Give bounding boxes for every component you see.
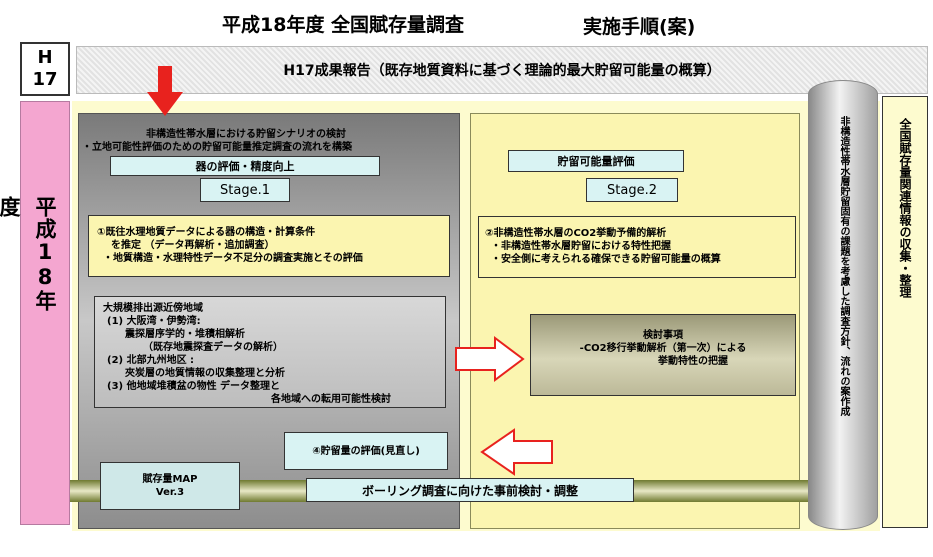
stage1-box1: ①既往水理地質データによる器の構造・計算条件 を推定 （データ再解析・追加調査）… bbox=[88, 215, 450, 277]
evaluation-heading-text: 器の評価・精度向上 bbox=[195, 160, 295, 173]
vertical-right-box bbox=[882, 96, 928, 528]
h17-report-text: H17成果報告（既存地質資料に基づく理論的最大貯留可能量の概算） bbox=[283, 63, 721, 79]
h17-label-line2: 17 bbox=[32, 69, 58, 90]
stage2-box1-line2: ・非構造性帯水層貯留における特性把握 bbox=[491, 241, 671, 252]
map-box: 賦存量MAP Ver.3 bbox=[100, 462, 240, 510]
stage1-label: Stage.1 bbox=[200, 178, 290, 202]
vertical-right-text: 全国賦存量関連情報の収集・整理 bbox=[898, 118, 912, 298]
reassess-text: ④貯留量の評価(見直し) bbox=[312, 445, 420, 457]
stage1-box2-line7: (3) 他地域堆積盆の物性 データ整理と bbox=[107, 381, 281, 392]
year-label: 平成18年度 bbox=[0, 196, 57, 312]
stage1-box1-line3: ・地質構造・水理特性データ不足分の調査実施とその評価 bbox=[103, 253, 363, 264]
vertical-cylinder bbox=[808, 80, 878, 530]
evaluation-heading-box: 器の評価・精度向上 bbox=[110, 156, 380, 176]
stage1-box2-line2: (1) 大阪湾・伊勢湾: bbox=[107, 316, 201, 327]
page-subtitle: 実施手順(案) bbox=[583, 16, 696, 38]
stage2-box1-line3: ・安全側に考えられる確保できる貯留可能量の概算 bbox=[491, 254, 721, 265]
stage1-box2-line1: 大規模排出源近傍地域 bbox=[103, 303, 203, 314]
stage2-box1: ②非構造性帯水層のCO2挙動予備的解析 ・非構造性帯水層貯留における特性把握 ・… bbox=[478, 216, 796, 278]
arrow-right-icon bbox=[455, 336, 525, 382]
stage2-text: Stage.2 bbox=[607, 182, 657, 198]
arrow-left-icon bbox=[480, 428, 553, 476]
stage2-box1-line1: ②非構造性帯水層のCO2挙動予備的解析 bbox=[485, 228, 667, 239]
red-down-arrow bbox=[147, 66, 183, 116]
stage2-box2-line3: 挙動特性の把握 bbox=[658, 356, 728, 367]
page-title: 平成18年度 全国賦存量調査 bbox=[222, 14, 465, 36]
stage1-box2-line4: （既存地震探査データの解析） bbox=[143, 342, 283, 353]
map-line1: 賦存量MAP bbox=[142, 474, 198, 485]
year-bar bbox=[20, 101, 70, 525]
storage-heading-box: 貯留可能量評価 bbox=[508, 150, 684, 172]
stage1-box2-line5: (2) 北部九州地区 : bbox=[107, 355, 195, 366]
map-line2: Ver.3 bbox=[155, 487, 185, 498]
h17-label: H 17 bbox=[20, 42, 70, 96]
h17-report-bar: H17成果報告（既存地質資料に基づく理論的最大貯留可能量の概算） bbox=[76, 46, 928, 94]
stage1-box2-line3: 震探層序学的・堆積相解析 bbox=[125, 329, 245, 340]
stage1-box2-line8: 各地域への転用可能性検討 bbox=[271, 394, 391, 405]
boring-text: ボーリング調査に向けた事前検討・調整 bbox=[361, 483, 578, 498]
stage2-box2: 検討事項 -CO2移行挙動解析（第一次）による 挙動特性の把握 bbox=[530, 314, 796, 396]
reassess-box: ④貯留量の評価(見直し) bbox=[284, 432, 448, 470]
stage1-box1-line2: を推定 （データ再解析・追加調査） bbox=[111, 240, 275, 251]
stage2-box2-line2: -CO2移行挙動解析（第一次）による bbox=[579, 343, 747, 354]
stage2-label: Stage.2 bbox=[586, 178, 678, 202]
stage1-box2: 大規模排出源近傍地域 (1) 大阪湾・伊勢湾: 震探層序学的・堆積相解析 （既存… bbox=[94, 296, 446, 408]
stage1-text: Stage.1 bbox=[220, 182, 270, 198]
stage1-box2-line6: 夾炭層の地質情報の収集整理と分析 bbox=[125, 368, 285, 379]
stage1-box1-line1: ①既往水理地質データによる器の構造・計算条件 bbox=[97, 227, 316, 238]
vertical-cylinder-text: 非構造性帯水層貯留固有の課題を考慮した調査方針、流れの案作成 bbox=[838, 116, 849, 416]
storage-heading-text: 貯留可能量評価 bbox=[557, 155, 635, 168]
scenario-line1: 非構造性帯水層における貯留シナリオの検討 bbox=[146, 129, 346, 140]
scenario-line2: ・立地可能性評価のための貯留可能量推定調査の流れを構築 bbox=[82, 142, 352, 153]
h17-label-line1: H bbox=[37, 47, 53, 68]
boring-box: ボーリング調査に向けた事前検討・調整 bbox=[306, 478, 634, 502]
stage2-box2-line1: 検討事項 bbox=[643, 330, 683, 341]
